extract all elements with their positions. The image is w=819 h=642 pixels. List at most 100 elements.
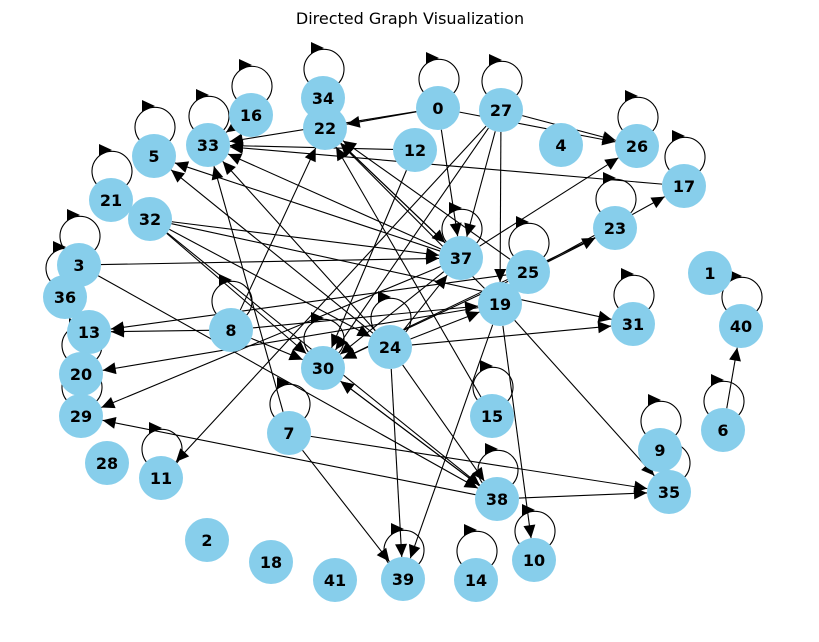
node-38[interactable]: 38 <box>475 477 519 521</box>
node-31[interactable]: 31 <box>611 302 655 346</box>
arrowhead-27-to-37 <box>464 222 476 237</box>
node-2[interactable]: 2 <box>185 518 229 562</box>
self-loop-30 <box>303 318 345 357</box>
edge-12-to-30 <box>331 170 407 348</box>
node-30[interactable]: 30 <box>301 346 345 390</box>
node-21[interactable]: 21 <box>89 178 133 222</box>
node-26[interactable]: 26 <box>615 124 659 168</box>
edge-27-to-11 <box>175 125 487 463</box>
node-36[interactable]: 36 <box>43 275 87 319</box>
node-30-circle <box>301 346 345 390</box>
self-loop-arrowhead-21 <box>99 144 112 156</box>
node-32-label: 32 <box>139 210 161 229</box>
node-15[interactable]: 15 <box>470 394 514 438</box>
node-28[interactable]: 28 <box>85 441 129 485</box>
node-14[interactable]: 14 <box>454 558 498 602</box>
node-25[interactable]: 25 <box>506 250 550 294</box>
node-40-label: 40 <box>730 317 752 336</box>
edge-32-to-30 <box>166 232 307 355</box>
node-0[interactable]: 0 <box>416 86 460 130</box>
arrowhead-37-to-5 <box>174 161 190 173</box>
node-23[interactable]: 23 <box>593 206 637 250</box>
node-11[interactable]: 11 <box>139 456 183 500</box>
edge-27-to-37 <box>466 131 496 237</box>
self-loop-arrowhead-5 <box>142 100 155 112</box>
arrowhead-38-to-29 <box>102 416 117 429</box>
node-31-label: 31 <box>622 315 644 334</box>
node-33[interactable]: 33 <box>186 123 230 167</box>
node-13[interactable]: 13 <box>67 310 111 354</box>
edges-layer <box>97 92 741 562</box>
node-34[interactable]: 34 <box>301 76 345 120</box>
arrowhead-32-to-31 <box>597 310 612 323</box>
node-33-circle <box>186 123 230 167</box>
node-40[interactable]: 40 <box>719 304 763 348</box>
node-16[interactable]: 16 <box>229 93 273 137</box>
node-10[interactable]: 10 <box>512 538 556 582</box>
self-loop-5 <box>134 106 176 145</box>
node-26-circle <box>615 124 659 168</box>
node-19[interactable]: 19 <box>478 282 522 326</box>
self-loop-arrowhead-34 <box>311 42 324 54</box>
node-25-circle <box>506 250 550 294</box>
node-35[interactable]: 35 <box>647 470 691 514</box>
self-loop-37 <box>441 208 483 247</box>
self-loop-33 <box>188 95 230 134</box>
node-1-circle <box>688 251 732 295</box>
node-41[interactable]: 41 <box>313 558 357 602</box>
self-loop-17 <box>664 136 706 175</box>
self-loop-arrowhead-0 <box>426 52 439 64</box>
arrowhead-24-to-39 <box>395 543 408 558</box>
edge-37-to-33 <box>227 153 442 250</box>
edge-27-to-19 <box>499 131 502 283</box>
node-7[interactable]: 7 <box>267 411 311 455</box>
node-32[interactable]: 32 <box>128 197 172 241</box>
node-23-label: 23 <box>604 219 626 238</box>
self-loop-0 <box>418 58 460 97</box>
self-loop-arrowhead-3 <box>67 209 80 221</box>
arrowhead-24-to-37 <box>434 275 448 290</box>
node-24-circle <box>368 325 412 369</box>
self-loop-39 <box>383 529 425 568</box>
arrowhead-19-to-22 <box>340 143 354 158</box>
node-1[interactable]: 1 <box>688 251 732 295</box>
node-11-label: 11 <box>150 469 172 488</box>
node-9[interactable]: 9 <box>638 428 682 472</box>
self-loop-arrowhead-25 <box>516 216 529 228</box>
self-loop-21 <box>91 150 133 189</box>
node-20[interactable]: 20 <box>59 352 103 396</box>
node-37[interactable]: 37 <box>439 236 483 280</box>
edge-38-to-35 <box>518 492 648 499</box>
node-18[interactable]: 18 <box>249 540 293 584</box>
node-12[interactable]: 12 <box>393 128 437 172</box>
self-loop-10 <box>514 510 556 549</box>
self-loop-arrowhead-17 <box>672 130 685 142</box>
node-8[interactable]: 8 <box>209 308 253 352</box>
node-39-circle <box>381 557 425 601</box>
node-39[interactable]: 39 <box>381 557 425 601</box>
node-8-circle <box>209 308 253 352</box>
node-29[interactable]: 29 <box>59 394 103 438</box>
node-21-circle <box>89 178 133 222</box>
node-10-label: 10 <box>523 551 545 570</box>
arrowhead-23-to-30 <box>342 347 358 359</box>
node-15-label: 15 <box>481 407 503 426</box>
arrowhead-24-to-5 <box>171 169 185 183</box>
node-14-circle <box>454 558 498 602</box>
node-5[interactable]: 5 <box>132 134 176 178</box>
edge-32-to-31 <box>171 223 612 320</box>
node-17[interactable]: 17 <box>662 164 706 208</box>
edge-12-to-33 <box>229 144 394 151</box>
edge-27-to-30 <box>335 127 489 351</box>
node-24[interactable]: 24 <box>368 325 412 369</box>
self-loop-34 <box>303 48 345 87</box>
node-40-circle <box>719 304 763 348</box>
edge-7-to-33 <box>213 166 284 412</box>
node-4[interactable]: 4 <box>539 123 583 167</box>
arrowhead-7-to-39 <box>376 547 390 562</box>
self-loop-arrowhead-8 <box>219 274 232 286</box>
node-27[interactable]: 27 <box>479 88 523 132</box>
node-6[interactable]: 6 <box>701 408 745 452</box>
node-20-label: 20 <box>70 365 92 384</box>
node-32-circle <box>128 197 172 241</box>
